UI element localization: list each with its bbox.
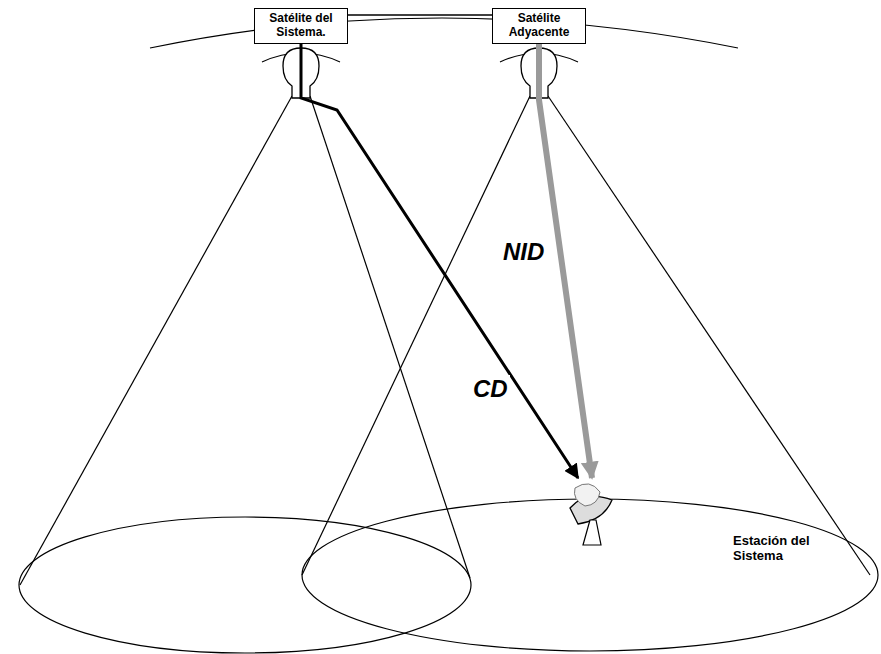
signal-label: CD xyxy=(471,375,510,403)
coverage-ellipse xyxy=(302,499,878,651)
beam-edge xyxy=(310,96,470,578)
node-label: Satélite del Sistema. xyxy=(260,12,342,40)
orbit-link xyxy=(348,14,492,15)
signal-label: NID xyxy=(501,238,546,266)
signal-arrow xyxy=(539,44,592,478)
node-label: Satélite Adyacente xyxy=(498,12,580,40)
satellite-box: Satélite Adyacente xyxy=(492,8,586,44)
beam-edge xyxy=(20,96,292,585)
earth-station: Estación del Sistema xyxy=(560,478,838,564)
beam-edge xyxy=(548,96,870,575)
node-label: Estación del Sistema xyxy=(733,533,838,564)
satellite-box: Satélite del Sistema. xyxy=(254,8,348,44)
earth-station-dish xyxy=(570,484,612,545)
signal-arrow xyxy=(301,44,578,478)
orbit-arc xyxy=(150,18,738,48)
